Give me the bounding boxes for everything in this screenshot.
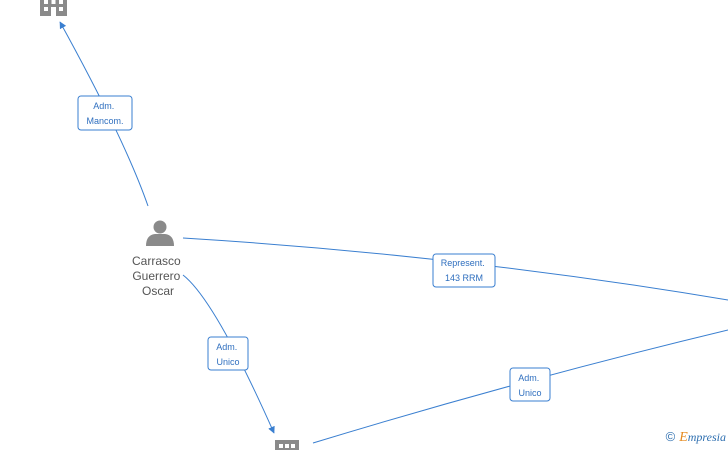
building-icon[interactable] <box>275 440 299 450</box>
person-name-line: Oscar <box>142 284 174 298</box>
edge-label-line: Unico <box>518 388 541 398</box>
edge-label-line: Adm. <box>216 342 237 352</box>
edge-label-adm-unico-right[interactable]: Adm. Unico <box>509 367 551 402</box>
edge-label-line: Adm. <box>518 373 539 383</box>
svg-text:Represent. 143 RRM: Represent. 143 RRM <box>441 258 488 283</box>
edge-label-adm-mancom[interactable]: Adm. Mancom. <box>77 95 133 131</box>
brand-watermark: ©Empresia <box>666 429 726 446</box>
person-icon[interactable] <box>146 220 174 247</box>
edge-label-line: Adm. <box>93 101 114 111</box>
edge-label-adm-unico-left[interactable]: Adm. Unico <box>207 336 249 371</box>
edge-label-line: Represent. <box>441 258 485 268</box>
person-name-label: Carrasco Guerrero Oscar <box>132 254 184 298</box>
svg-text:Adm. Mancom.: Adm. Mancom. <box>86 101 123 126</box>
edge-adm-unico-left[interactable] <box>182 274 275 434</box>
svg-text:Adm. Unico: Adm. Unico <box>518 373 542 398</box>
brand-name: mpresia <box>687 430 726 444</box>
edge-label-represent[interactable]: Represent. 143 RRM <box>432 253 496 288</box>
person-name-line: Carrasco <box>132 254 181 268</box>
brand-initial: E <box>679 430 688 445</box>
edge-label-line: 143 RRM <box>445 273 483 283</box>
edge-label-line: Mancom. <box>86 116 123 126</box>
svg-text:Adm. Unico: Adm. Unico <box>216 342 240 367</box>
person-name-line: Guerrero <box>132 269 180 283</box>
copyright-symbol: © <box>665 429 676 444</box>
edge-label-line: Unico <box>216 357 239 367</box>
building-icon[interactable] <box>40 0 67 16</box>
